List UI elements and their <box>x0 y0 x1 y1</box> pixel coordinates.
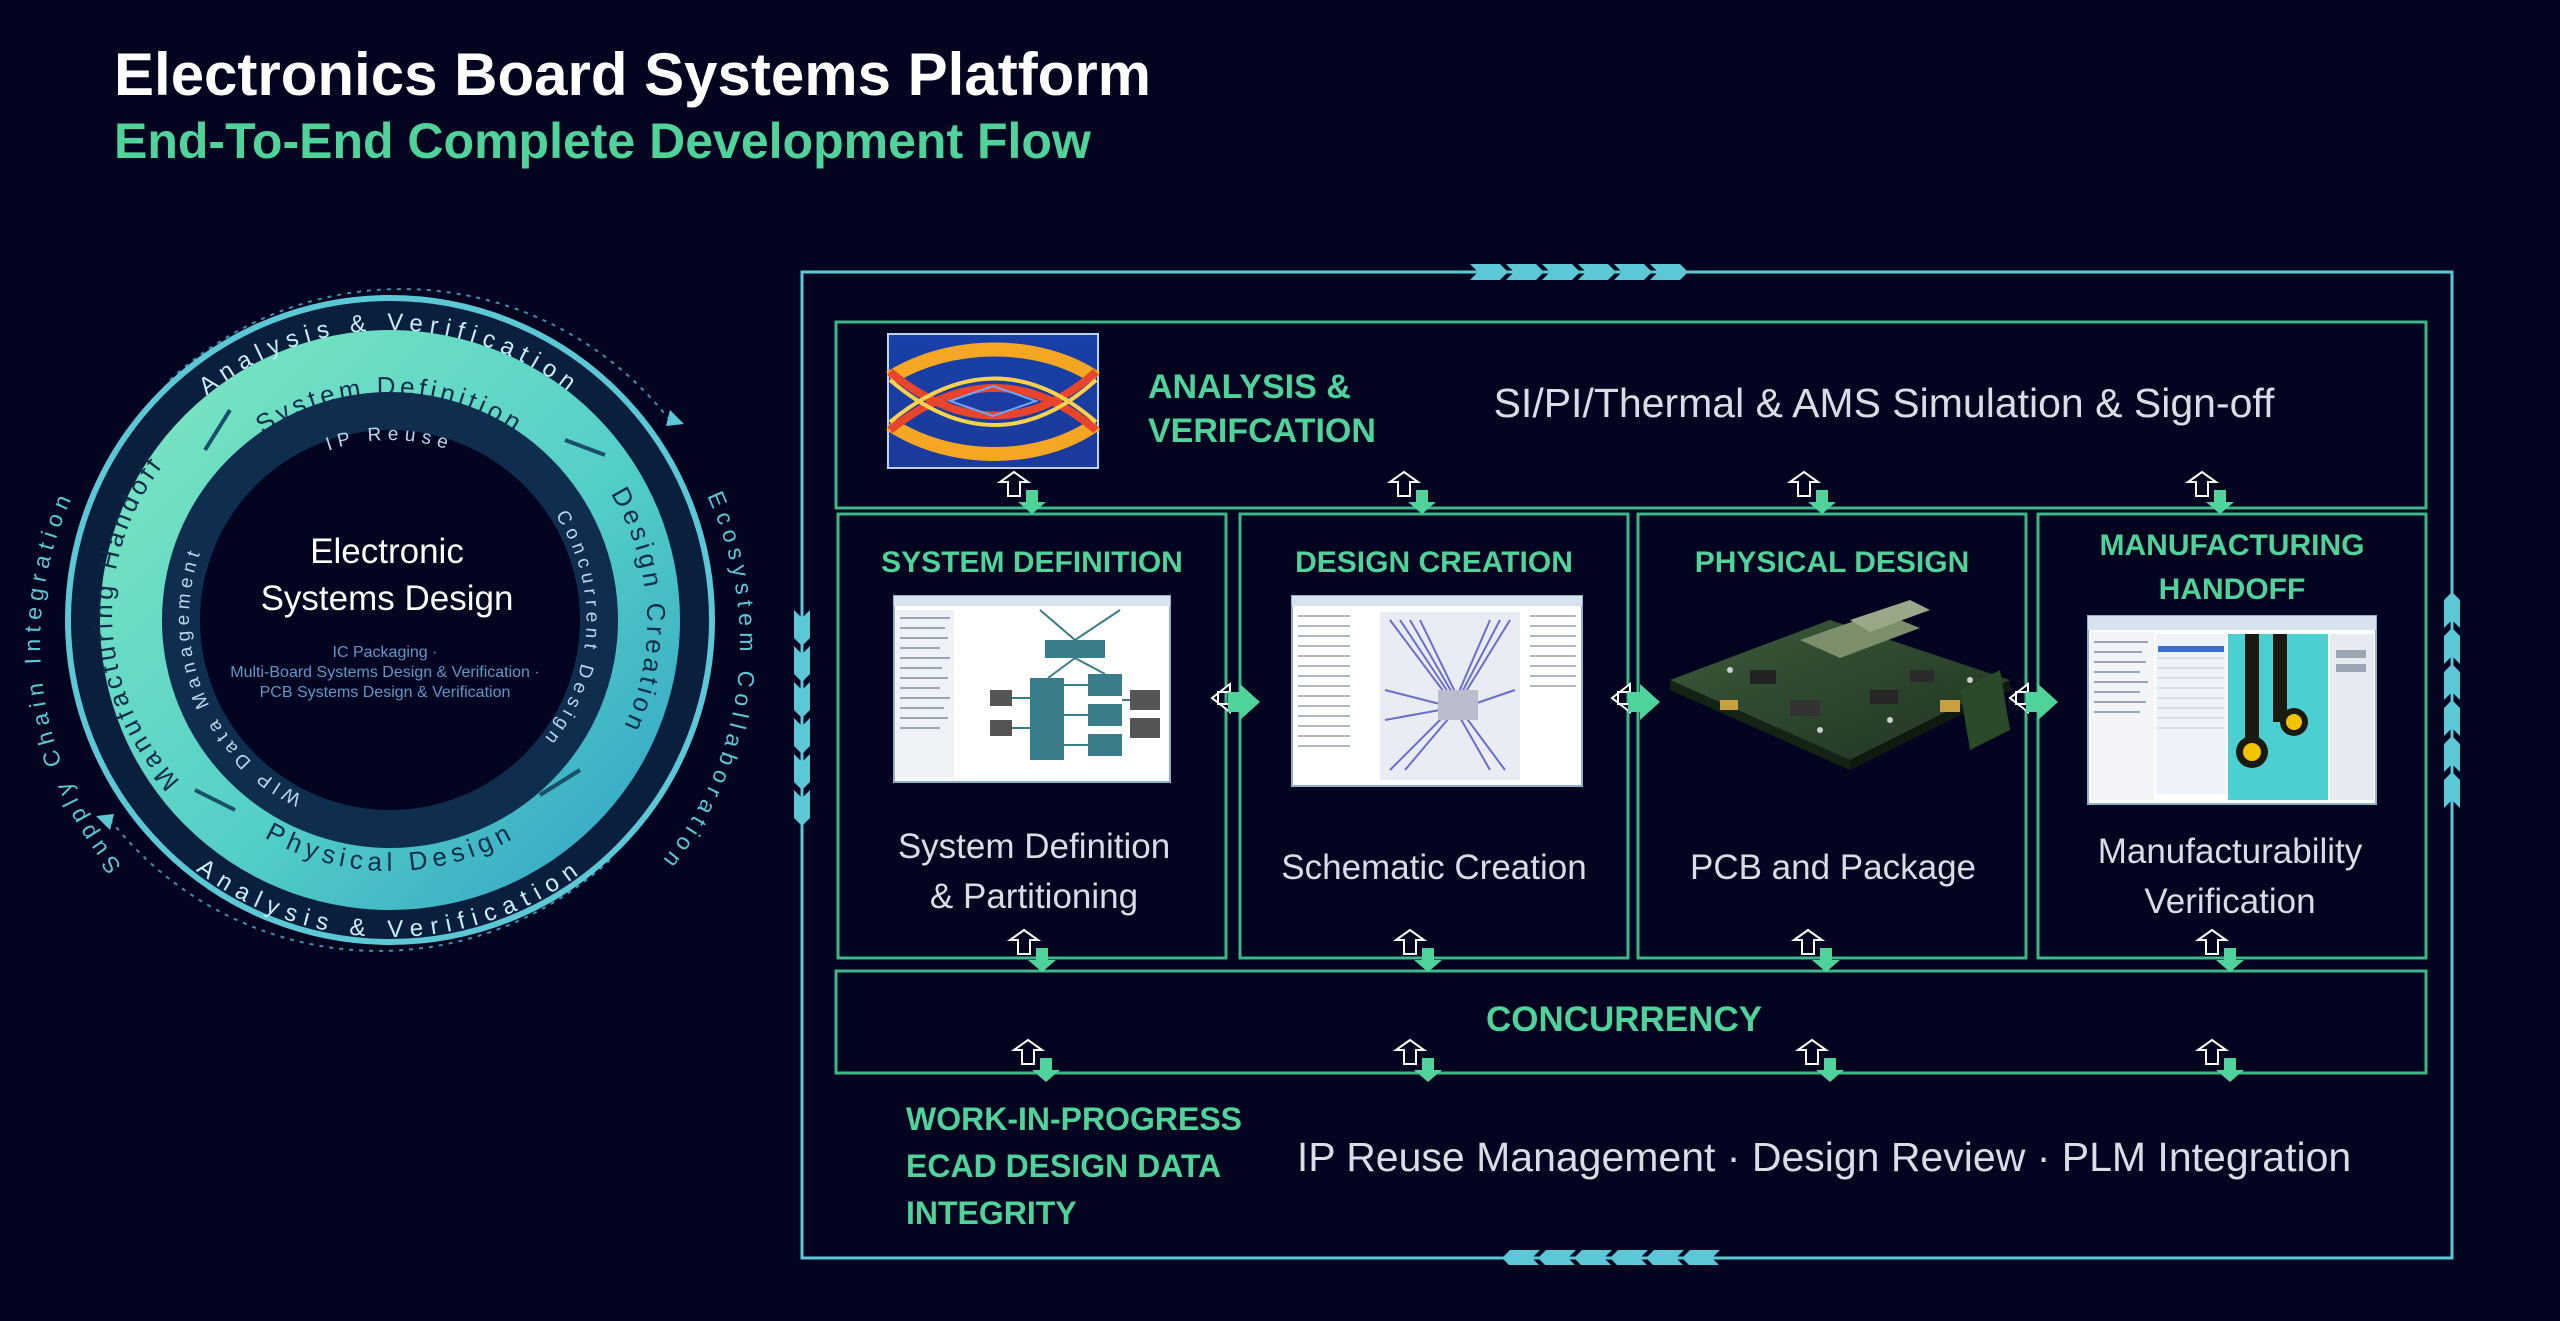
center-sub-line2: Multi-Board Systems Design & Verificatio… <box>230 664 539 681</box>
stage-caption: System Definition <box>898 827 1170 866</box>
pcb-board-image <box>1670 600 2010 770</box>
outer-cycle-arc <box>169 288 669 419</box>
stage-heading-line2: HANDOFF <box>2159 573 2306 606</box>
stage-caption: Schematic Creation <box>1281 848 1586 887</box>
stage-heading: MANUFACTURING <box>2100 529 2365 562</box>
band-separators <box>194 408 606 812</box>
wip-description: IP Reuse Management · Design Review · PL… <box>1297 1134 2351 1180</box>
wip-label-line3: INTEGRITY <box>906 1195 1077 1231</box>
stage-caption-line2: & Partitioning <box>930 877 1138 916</box>
exchange-arrow-icon <box>1013 1039 2245 1083</box>
cycle-arrow-icon <box>666 410 684 426</box>
frame-chevrons-left <box>794 610 810 826</box>
outer-cycle-arc <box>111 821 611 952</box>
frame-chevrons-right <box>2444 592 2460 808</box>
analysis-description: SI/PI/Thermal & AMS Simulation & Sign-of… <box>1494 380 2275 426</box>
stage-heading: SYSTEM DEFINITION <box>881 546 1183 579</box>
page-subtitle: End-To-End Complete Development Flow <box>114 113 1091 169</box>
stage-heading: PHYSICAL DESIGN <box>1695 546 1970 579</box>
concurrency-label: CONCURRENCY <box>1486 1000 1762 1039</box>
center-sub-line1: IC Packaging · <box>333 644 438 661</box>
stage-caption: Manufacturability <box>2098 832 2363 871</box>
stage-caption-line2: Verification <box>2144 882 2315 921</box>
page-title: Electronics Board Systems Platform <box>114 41 1152 108</box>
analysis-label-line2: VERIFCATION <box>1148 412 1376 450</box>
frame-chevrons-top <box>1470 264 1688 280</box>
wip-label-line1: WORK-IN-PROGRESS <box>906 1101 1242 1137</box>
schematic-screenshot <box>1291 595 1583 787</box>
block-diagram-screenshot <box>893 595 1171 783</box>
center-title-line1: Electronic <box>310 532 464 571</box>
development-flow-diagram: ANALYSIS & VERIFCATION SI/PI/Thermal & A… <box>794 264 2460 1265</box>
core-circle <box>200 430 580 810</box>
center-sub-line3: PCB Systems Design & Verification <box>260 684 511 701</box>
wip-label-line2: ECAD DESIGN DATA <box>906 1148 1221 1184</box>
development-cycle-ring: Analysis & Verification Analysis & Verif… <box>20 288 755 952</box>
dfm-screenshot <box>2087 615 2377 805</box>
cycle-arrow-icon <box>96 814 114 830</box>
stage-heading: DESIGN CREATION <box>1295 546 1573 579</box>
center-title-line2: Systems Design <box>261 579 514 618</box>
concurrency-box <box>834 969 2428 1075</box>
analysis-box <box>834 320 2428 510</box>
frame-chevrons-bottom <box>1502 1250 1720 1265</box>
eye-diagram-icon <box>886 333 1101 469</box>
stage-caption: PCB and Package <box>1690 848 1976 887</box>
analysis-label-line1: ANALYSIS & <box>1148 368 1351 406</box>
